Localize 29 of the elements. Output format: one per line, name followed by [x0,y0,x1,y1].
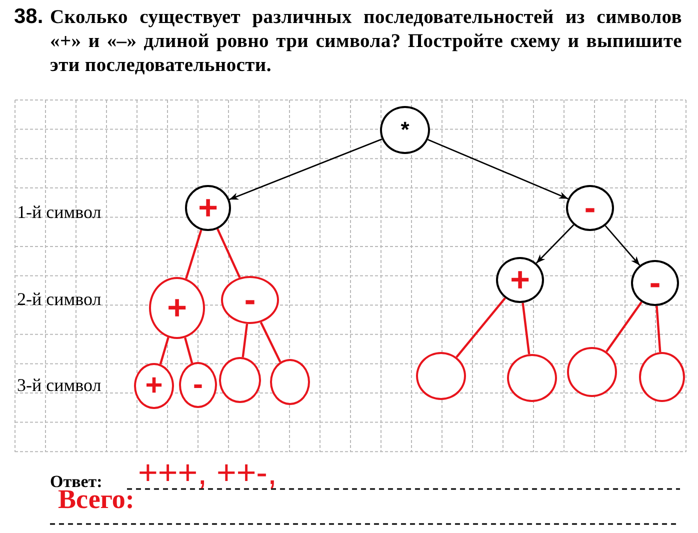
symbol-text: - [584,191,596,225]
empty-circle [270,359,310,405]
empty-circle [416,352,466,400]
symbol-circle [179,362,217,408]
level-label: 3-й символ [17,375,102,396]
symbol-circle [496,257,544,303]
level-label: 1-й символ [17,202,102,223]
symbol-circle [566,185,614,231]
symbol-text: + [510,263,530,297]
task-text: Сколько существует различных последовательностей из символов «+» и «–» длиной ровно три символа? Постройте схему и выпишите эти последовательности. [50,6,682,78]
symbol-circle [185,185,231,231]
symbol-text: - [193,370,203,400]
task-number: 38. [14,5,44,29]
symbol-circle [631,260,679,306]
level-label: 2-й символ [17,289,102,310]
symbol-text: * [400,119,410,141]
symbol-text: - [244,283,256,317]
symbol-circle [134,363,174,409]
symbol-text: - [649,266,661,300]
empty-circle [639,352,685,402]
empty-circle [567,347,617,397]
empty-circle [507,354,557,402]
handwritten-answer: +++, ++-, [138,454,277,493]
symbol-circle [149,277,205,339]
empty-circle [219,357,261,403]
symbol-text: + [145,371,163,401]
symbol-circle [380,106,430,154]
symbol-text: + [198,191,218,225]
symbol-text: + [167,291,187,325]
